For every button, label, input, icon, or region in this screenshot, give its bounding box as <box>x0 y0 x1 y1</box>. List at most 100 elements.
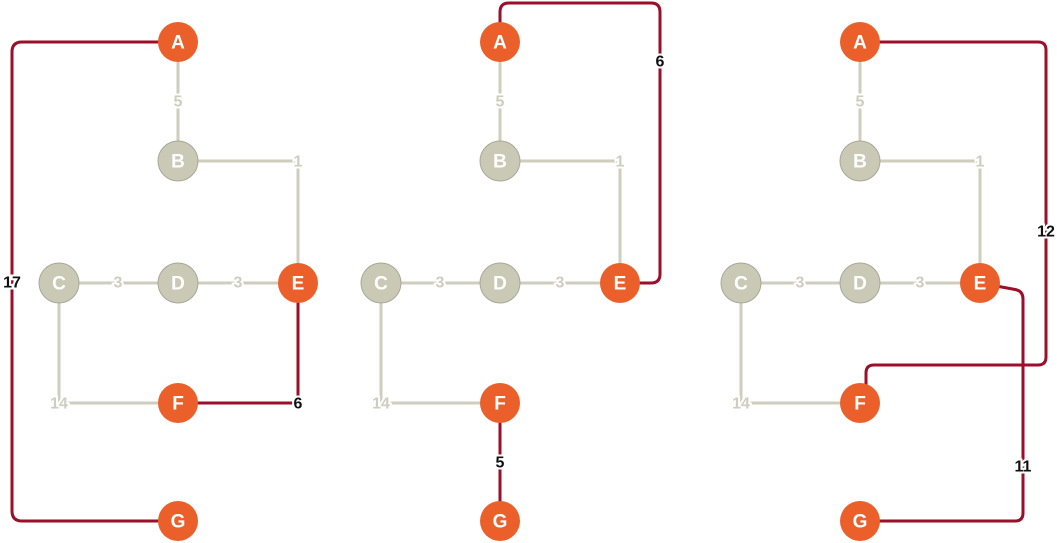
node-circle <box>480 22 520 62</box>
edge-weight-d-e: 3 <box>916 275 925 292</box>
nodes: A B C D E F G <box>720 22 1000 541</box>
node-d: D <box>839 262 881 304</box>
node-label: A <box>171 33 185 54</box>
edge-weight-a-b: 5 <box>856 94 865 111</box>
node-f: F <box>158 383 198 423</box>
node-circle <box>360 262 402 304</box>
node-circle <box>479 262 521 304</box>
edge-weight-c-d: 3 <box>114 275 123 292</box>
node-circle <box>960 263 1000 303</box>
edges <box>379 1 662 521</box>
node-circle <box>480 383 520 423</box>
nodes: A B C D E F G <box>38 22 318 541</box>
edge-weight-b-e: 1 <box>294 154 303 171</box>
edge-b-e <box>178 159 300 283</box>
graph-panel-2: A B C D E F G 5 1 3 3 14 6 5 <box>360 1 667 541</box>
node-label: A <box>853 33 867 54</box>
node-label: G <box>493 512 508 533</box>
node-circle <box>839 262 881 304</box>
node-circle <box>720 262 762 304</box>
node-label: F <box>854 394 866 415</box>
edge-c-f <box>57 283 178 405</box>
node-label: G <box>171 512 186 533</box>
edge-a-e <box>498 1 662 285</box>
edge-weight-d-e: 3 <box>234 275 243 292</box>
node-label: C <box>734 274 748 295</box>
node-f: F <box>840 383 880 423</box>
node-label: F <box>172 394 184 415</box>
node-c: C <box>38 262 80 304</box>
node-circle <box>840 383 880 423</box>
edge-weight-c-f: 14 <box>50 396 68 413</box>
node-circle <box>158 22 198 62</box>
edge-weight-a-b: 5 <box>496 94 505 111</box>
graph-panel-1: A B C D E F G 5 1 3 3 14 6 17 <box>1 22 318 541</box>
edge-weight-c-f: 14 <box>732 396 750 413</box>
node-a: A <box>480 22 520 62</box>
edge-weights: 5 1 3 3 14 6 17 <box>1 92 304 415</box>
edge-e-f <box>178 283 300 405</box>
node-circle <box>480 501 520 541</box>
node-b: B <box>479 140 521 182</box>
node-label: B <box>493 152 507 173</box>
node-e: E <box>278 263 318 303</box>
edge-c-f <box>739 283 860 405</box>
node-circle <box>158 383 198 423</box>
edge-c-f <box>379 283 500 405</box>
edge-weight-a-e: 6 <box>656 54 665 71</box>
node-a: A <box>840 22 880 62</box>
edge-e-g <box>860 281 1025 523</box>
edge-weight-c-d: 3 <box>796 275 805 292</box>
node-circle <box>600 263 640 303</box>
edge-weight-c-d: 3 <box>436 275 445 292</box>
node-f: F <box>480 383 520 423</box>
node-label: D <box>493 274 507 295</box>
node-label: E <box>292 274 305 295</box>
edge-weight-f-g: 5 <box>496 455 505 472</box>
node-c: C <box>360 262 402 304</box>
node-g: G <box>480 501 520 541</box>
edge-b-e <box>860 159 982 283</box>
node-circle <box>278 263 318 303</box>
node-label: C <box>52 274 66 295</box>
edge-weight-e-g: 11 <box>1015 459 1032 476</box>
edge-weight-a-b: 5 <box>174 94 183 111</box>
node-label: D <box>171 274 185 295</box>
node-b: B <box>839 140 881 182</box>
edge-weight-e-f: 6 <box>294 396 303 413</box>
edge-weight-c-f: 14 <box>372 396 390 413</box>
node-g: G <box>840 501 880 541</box>
node-circle <box>839 140 881 182</box>
edge-weight-a-f: 12 <box>1037 224 1055 241</box>
graph-panel-3: A B C D E F G 5 1 3 3 14 12 11 <box>720 22 1057 541</box>
node-a: A <box>158 22 198 62</box>
node-b: B <box>157 140 199 182</box>
edges <box>739 40 1048 523</box>
node-circle <box>157 140 199 182</box>
edge-weight-a-g: 17 <box>3 275 21 292</box>
node-label: A <box>493 33 507 54</box>
node-circle <box>38 262 80 304</box>
node-circle <box>840 22 880 62</box>
node-circle <box>157 262 199 304</box>
edge-b-e <box>500 159 622 283</box>
nodes: A B C D E F G <box>360 22 640 541</box>
edge-weights: 5 1 3 3 14 6 5 <box>370 52 666 474</box>
edge-a-g <box>10 40 178 523</box>
node-label: D <box>853 274 867 295</box>
node-label: B <box>171 152 185 173</box>
node-circle <box>158 501 198 541</box>
node-circle <box>479 140 521 182</box>
node-e: E <box>960 263 1000 303</box>
node-label: G <box>853 512 868 533</box>
edge-weight-d-e: 3 <box>556 275 565 292</box>
edge-weight-b-e: 1 <box>616 154 625 171</box>
edge-weights: 5 1 3 3 14 12 11 <box>730 92 1057 478</box>
edge-weight-b-e: 1 <box>976 154 985 171</box>
node-e: E <box>600 263 640 303</box>
node-g: G <box>158 501 198 541</box>
node-circle <box>840 501 880 541</box>
node-label: C <box>374 274 388 295</box>
node-d: D <box>479 262 521 304</box>
